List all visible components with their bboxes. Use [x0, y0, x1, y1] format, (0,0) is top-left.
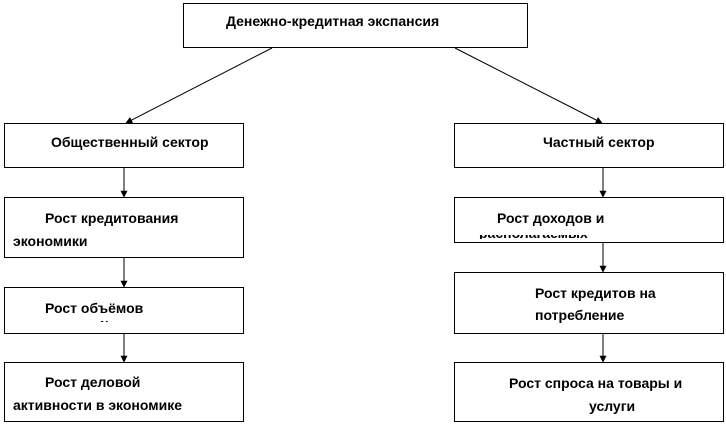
- public-step2-line1: Рост объёмов: [45, 300, 144, 316]
- private-step3-box: Рост спроса на товары и услуги: [454, 362, 724, 422]
- private-step3-line2: услуги: [589, 398, 636, 414]
- private-sector-label: Частный сектор: [543, 134, 655, 150]
- arrow-root-to-public: [125, 47, 273, 124]
- root-box: Денежно-кредитная экспансия: [183, 3, 528, 48]
- private-step3-line1: Рост спроса на товары и: [509, 375, 683, 391]
- private-step2-line2: потребление: [535, 307, 625, 323]
- private-step2-line1: Рост кредитов на: [535, 285, 656, 301]
- public-sector-label: Общественный сектор: [51, 134, 209, 150]
- private-step2-box: Рост кредитов на потребление: [454, 272, 724, 334]
- private-step1-line1: Рост доходов и: [497, 210, 605, 226]
- public-step1-line2: экономики: [13, 233, 88, 249]
- private-step1-line2-cut: располагаемых: [479, 235, 609, 239]
- arrow-root-to-private: [454, 47, 603, 124]
- public-step3-line1: Рост деловой: [45, 374, 141, 390]
- public-step1-box: Рост кредитования экономики: [4, 197, 244, 258]
- public-step3-line2: активности в экономике: [13, 397, 183, 413]
- public-sector-box: Общественный сектор: [4, 123, 244, 168]
- public-step2-box: Рост объёмов й: [4, 287, 244, 334]
- public-step2-line2-cut: й: [100, 321, 114, 325]
- public-step1-line1: Рост кредитования: [45, 210, 179, 226]
- private-step1-box: Рост доходов и располагаемых: [454, 197, 724, 243]
- public-step3-box: Рост деловой активности в экономике: [4, 362, 244, 422]
- private-sector-box: Частный сектор: [454, 123, 724, 168]
- root-label: Денежно-кредитная экспансия: [226, 13, 440, 29]
